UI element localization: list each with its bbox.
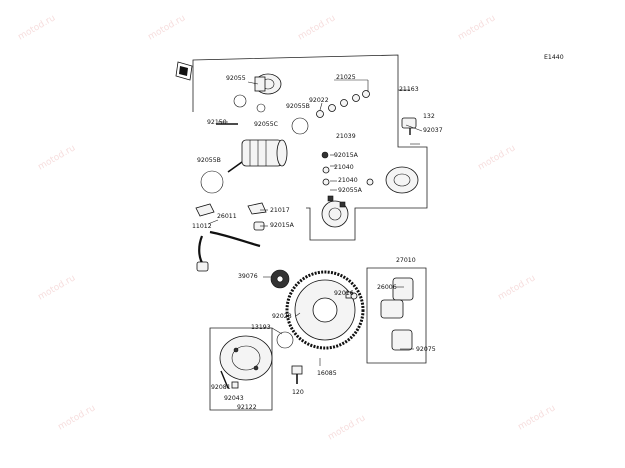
watermark: motod.ru [147, 13, 188, 42]
label-21039: 21039 [336, 133, 356, 140]
o-ring [291, 117, 309, 135]
clutch-cover [219, 335, 273, 381]
label-92016: 92016 [334, 290, 354, 297]
watermark: motod.ru [37, 273, 78, 302]
starter-driven-gear [285, 270, 365, 350]
label-21163: 21163 [399, 86, 419, 93]
starter-relay [380, 277, 414, 351]
collar [231, 381, 239, 389]
pin [220, 370, 229, 389]
label-92022: 92022 [309, 97, 329, 104]
watermark: motod.ru [327, 413, 368, 442]
starter-motor-body [227, 139, 288, 173]
label-21040-b: 21040 [338, 177, 358, 184]
starter-cable [195, 202, 267, 272]
part-labels: 92055 21025 92022 21163 92055B 92055C 92… [192, 74, 443, 411]
relay-group-frame [366, 267, 427, 364]
watermark: motod.ru [517, 403, 558, 432]
leader-lines [207, 79, 423, 366]
watermark: motod.ru [37, 143, 78, 172]
label-92055b-a: 92055B [286, 103, 310, 110]
clutch-cover-group-frame [209, 327, 273, 411]
label-21040-a: 21040 [334, 164, 354, 171]
watermark: motod.ru [477, 143, 518, 172]
watermark: motod.ru [457, 13, 498, 42]
label-26006: 26006 [377, 284, 397, 291]
reference-code: E1440 [544, 54, 564, 61]
starter-yoke [385, 166, 419, 194]
label-16085: 16085 [317, 370, 337, 377]
washer [322, 166, 330, 174]
label-11012: 11012 [192, 223, 212, 230]
nut [321, 151, 329, 159]
label-27010: 27010 [396, 257, 416, 264]
label-92043: 92043 [224, 395, 244, 402]
bolt-head [366, 178, 374, 186]
washer [276, 331, 294, 349]
bolt-120 [291, 365, 303, 384]
label-39076: 39076 [238, 273, 258, 280]
watermark: motod.ru [57, 403, 98, 432]
label-120: 120 [292, 389, 304, 396]
label-92037: 92037 [423, 127, 443, 134]
label-92081: 92081 [211, 384, 231, 391]
starter-end-cover [254, 73, 282, 95]
label-132: 132 [423, 113, 435, 120]
label-26011: 26011 [217, 213, 237, 220]
label-92015a-b: 92015A [270, 222, 295, 229]
o-ring [233, 94, 247, 108]
label-21025: 21025 [336, 74, 356, 81]
label-92055c: 92055C [254, 121, 278, 128]
washer [322, 178, 330, 186]
label-13193: 13193 [251, 324, 271, 331]
brush-plate [321, 195, 349, 228]
label-92028: 92028 [272, 313, 292, 320]
front-arrow-icon [175, 61, 193, 81]
watermark: motod.ru [497, 273, 538, 302]
o-ring [256, 103, 266, 113]
mount-bolt [401, 117, 417, 135]
idle-gear [270, 269, 290, 289]
watermark: motod.ru [17, 13, 58, 42]
label-92122: 92122 [237, 404, 257, 411]
starter-motor-group-frame [192, 54, 428, 241]
label-92055a: 92055A [338, 187, 363, 194]
label-92055b-b: 92055B [197, 157, 221, 164]
label-92150: 92150 [207, 119, 227, 126]
watermark: motod.ru [297, 13, 338, 42]
label-92015a-a: 92015A [334, 152, 359, 159]
washer-set [316, 90, 370, 118]
label-21017: 21017 [270, 207, 290, 214]
label-92055: 92055 [226, 75, 246, 82]
o-ring [200, 170, 224, 194]
label-92075: 92075 [416, 346, 436, 353]
